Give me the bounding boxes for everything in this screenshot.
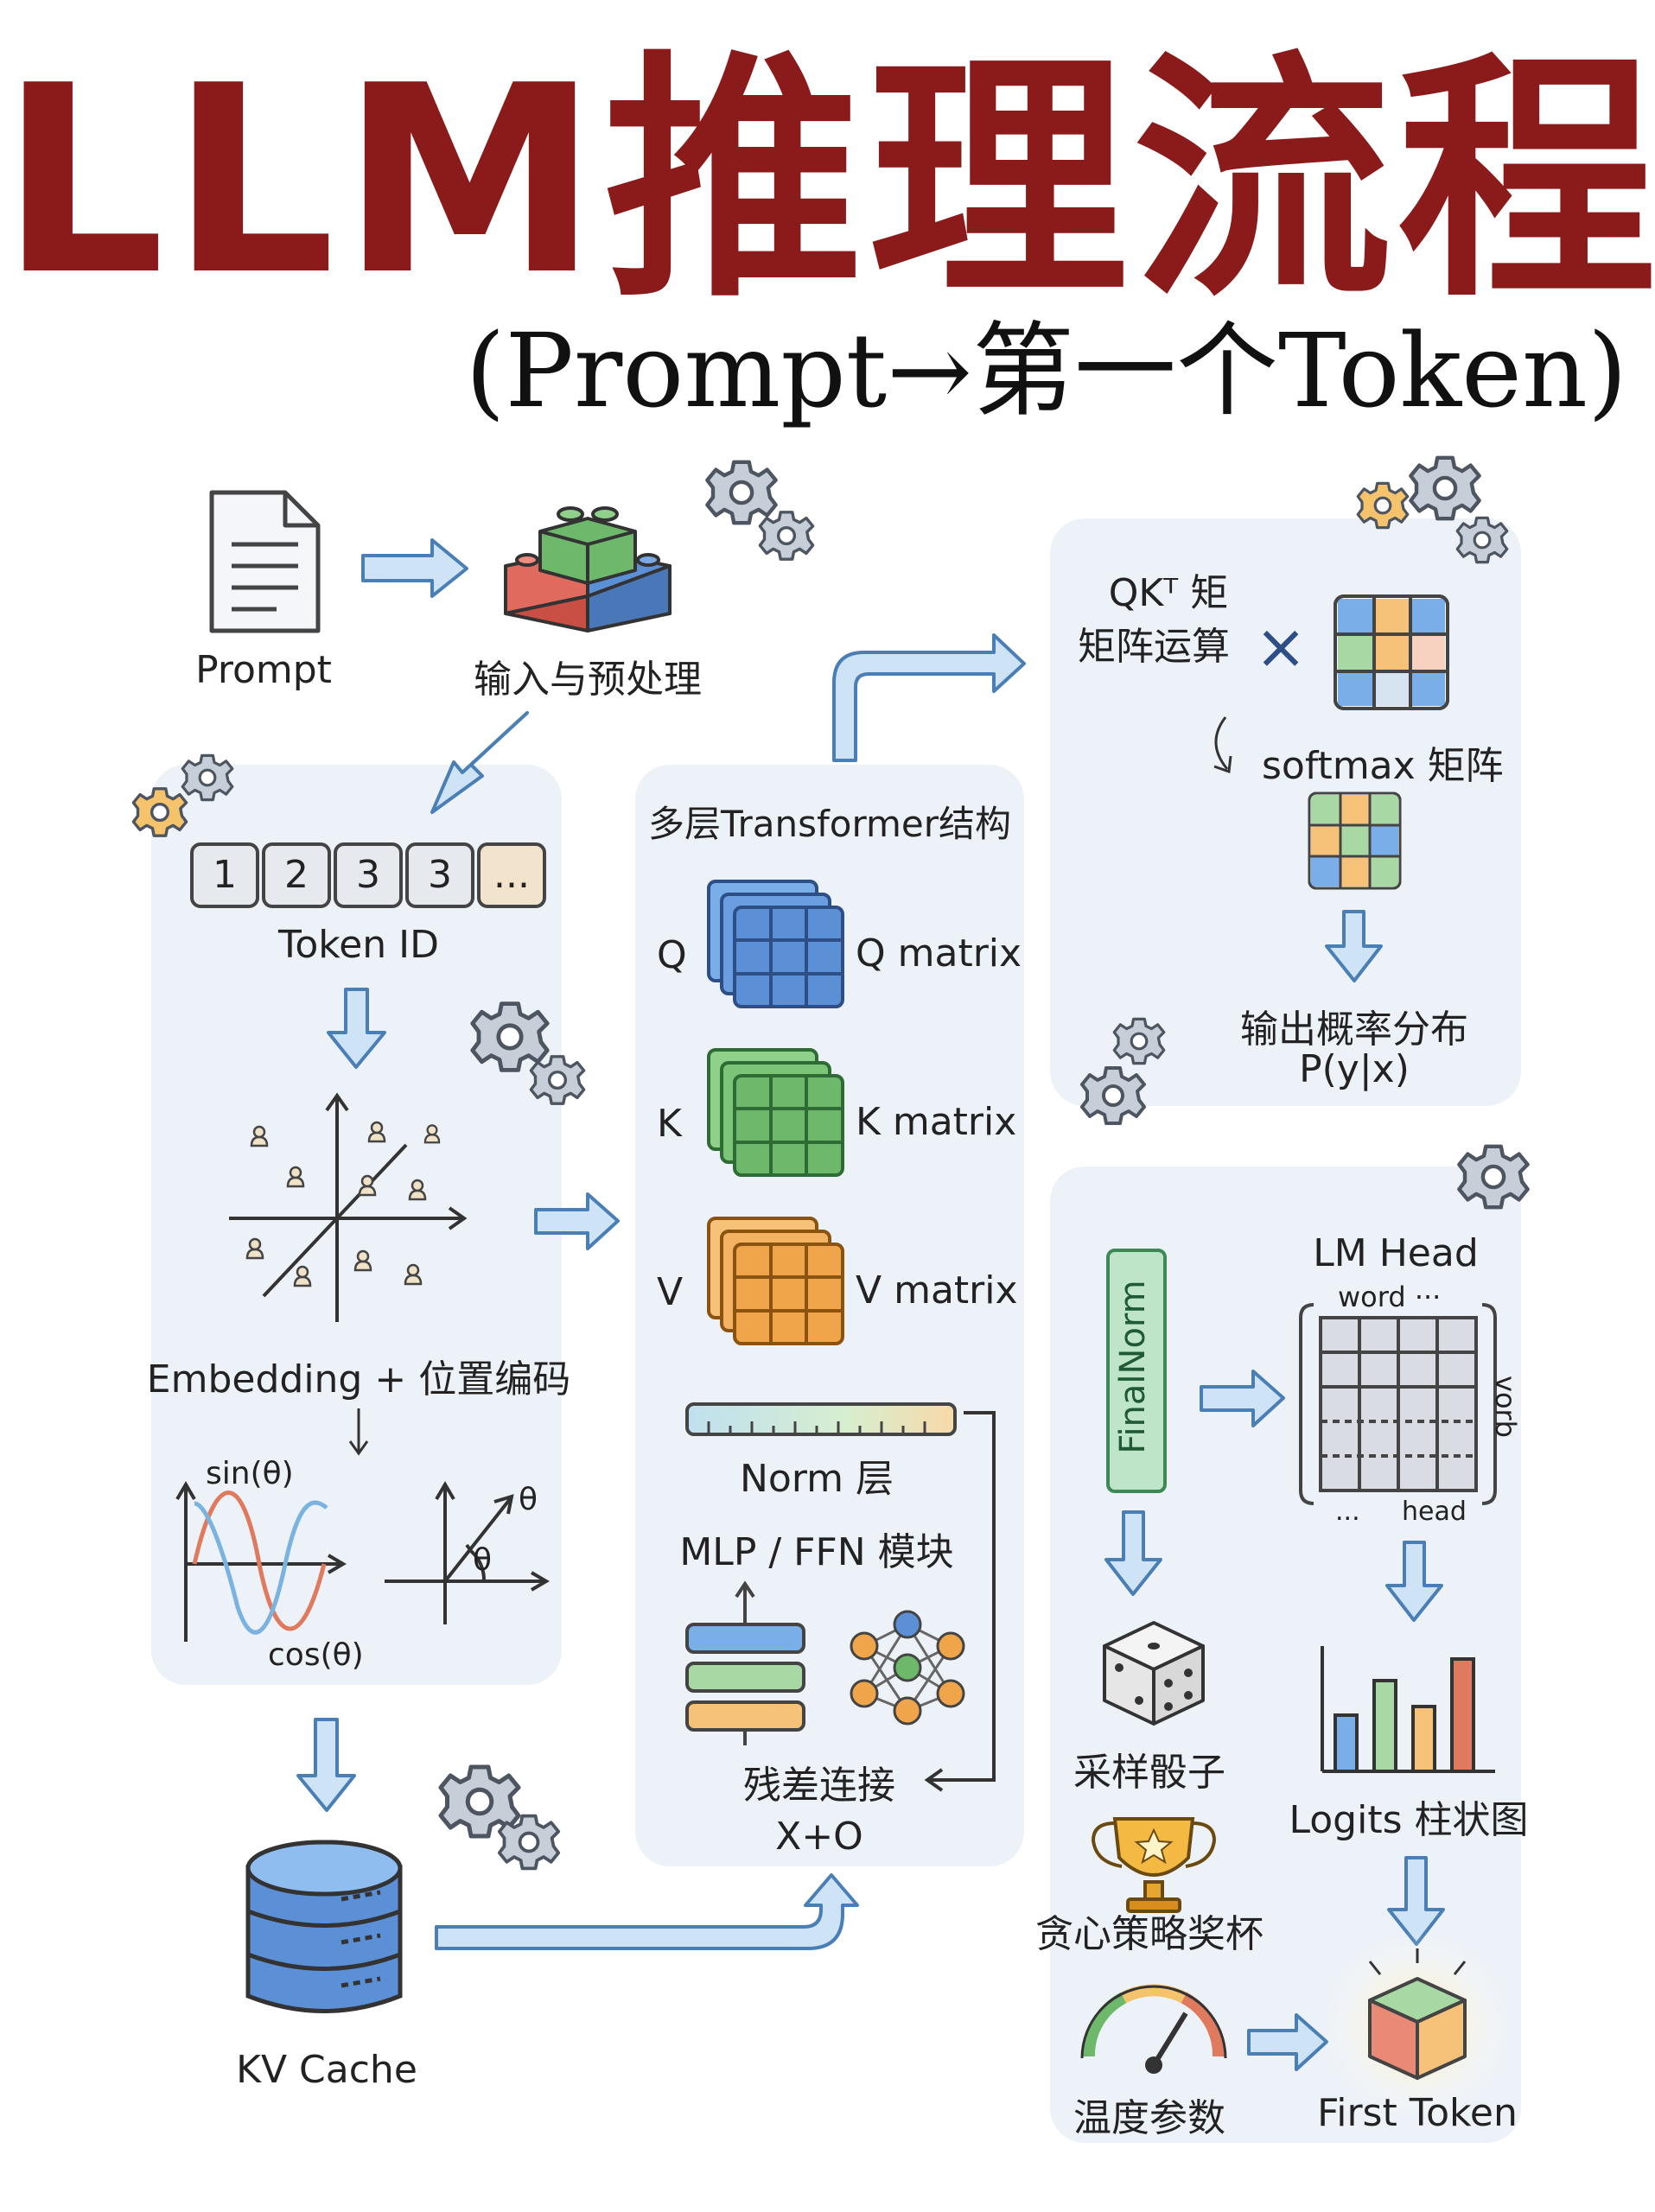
norm-label: Norm 层 — [740, 1457, 894, 1501]
neural-network-icon — [850, 1610, 965, 1726]
gear-icon — [707, 462, 815, 561]
embedding-label: Embedding + 位置编码 — [146, 1357, 571, 1402]
first-token-cube-icon — [1322, 1931, 1512, 2121]
arrow-icon — [1213, 716, 1232, 774]
gear-icon — [473, 1004, 586, 1105]
token-id-box: 2 — [262, 842, 331, 908]
q-matrix-icon — [707, 880, 844, 1008]
gear-icon — [1080, 1017, 1166, 1125]
token-id-box: 1 — [190, 842, 259, 908]
token-id-box: ... — [477, 842, 546, 908]
softmax-matrix-icon — [1308, 791, 1402, 890]
temperature-gauge-icon — [1080, 1984, 1227, 2074]
v-matrix-icon — [707, 1217, 844, 1345]
qk-label: QKᵀ 矩 — [1108, 571, 1229, 615]
norm-ruler-icon — [685, 1402, 957, 1436]
token-id-label: Token ID — [277, 923, 440, 967]
matrix-op-label: 矩阵运算 — [1078, 625, 1230, 669]
embedding-scatter — [229, 1092, 468, 1322]
arrow-icon — [1325, 910, 1383, 982]
database-icon — [245, 1840, 403, 2013]
arrow-icon — [361, 538, 468, 598]
prompt-label: Prompt — [195, 648, 332, 692]
arrow-icon — [327, 988, 386, 1069]
theta-label: θ — [519, 1482, 538, 1517]
page-subtitle: (Prompt→第一个Token) — [465, 311, 1627, 430]
arrow-icon — [1104, 1510, 1162, 1596]
lm-head-label: LM Head — [1313, 1231, 1479, 1275]
arrow-icon — [1385, 1541, 1443, 1622]
sin-cos-chart — [175, 1481, 347, 1642]
gear-icon — [1356, 458, 1509, 564]
temperature-label: 温度参数 — [1073, 2096, 1225, 2140]
arrow-icon — [348, 1408, 369, 1456]
arrow-icon — [1200, 1370, 1285, 1427]
lego-blocks-icon — [504, 506, 672, 632]
theta-label: θ — [473, 1542, 493, 1578]
attention-matrix-icon — [1334, 594, 1449, 710]
dice-label: 采样骰子 — [1073, 1751, 1225, 1795]
head-label: head — [1402, 1497, 1467, 1527]
cos-label: cos(θ) — [268, 1637, 364, 1673]
arrow-icon — [832, 633, 1026, 762]
mlp-label: MLP / FFN 模块 — [679, 1530, 954, 1574]
residual-connection-line — [924, 1411, 996, 1792]
page-title: LLM推理流程 — [0, 30, 1655, 332]
dots-label: ... — [1335, 1497, 1360, 1527]
final-norm-bar — [1106, 1249, 1167, 1493]
dice-icon — [1103, 1621, 1205, 1726]
first-token-label: First Token — [1317, 2091, 1518, 2135]
k-label: K — [657, 1102, 682, 1146]
multiply-icon: × — [1254, 610, 1308, 683]
output-distribution-label: 输出概率分布 — [1240, 1007, 1468, 1052]
q-label: Q — [657, 933, 687, 977]
kv-cache-label: KV Cache — [236, 2048, 417, 2092]
v-matrix-label: V matrix — [856, 1268, 1018, 1313]
q-matrix-label: Q matrix — [856, 931, 1022, 976]
trophy-icon — [1091, 1817, 1217, 1913]
trophy-label: 贪心策略奖杯 — [1035, 1912, 1264, 1956]
token-id-box: 3 — [405, 842, 474, 908]
probability-label: P(y|x) — [1299, 1047, 1410, 1091]
angle-vector-diagram — [385, 1481, 550, 1624]
arrow-icon — [296, 1718, 356, 1812]
arrow-icon — [430, 711, 529, 814]
document-icon — [209, 490, 321, 633]
lm-head-grid-icon — [1299, 1303, 1497, 1505]
final-norm-label: FinalNorm — [1113, 1280, 1153, 1454]
k-matrix-icon — [707, 1048, 844, 1177]
arrow-icon — [534, 1192, 620, 1250]
transformer-title: 多层Transformer结构 — [647, 803, 1012, 845]
residual-formula: X+O — [775, 1815, 863, 1859]
arrow-icon — [1247, 2013, 1328, 2071]
sin-label: sin(θ) — [206, 1456, 294, 1491]
person-icon — [245, 1121, 441, 1287]
arrow-icon — [1387, 1856, 1445, 1946]
embedding-panel — [151, 765, 562, 1685]
word-label: word ··· — [1338, 1281, 1442, 1313]
logits-label: Logits 柱状图 — [1289, 1798, 1529, 1842]
token-id-box: 3 — [334, 842, 403, 908]
softmax-label: softmax 矩阵 — [1262, 744, 1504, 788]
gear-icon — [441, 1767, 561, 1871]
v-label: V — [657, 1270, 684, 1314]
k-matrix-label: K matrix — [856, 1100, 1017, 1144]
gear-icon — [1459, 1147, 1527, 1207]
residual-label: 残差连接 — [743, 1764, 895, 1808]
arrow-icon — [435, 1873, 859, 1950]
gear-icon — [131, 753, 234, 837]
preprocess-label: 输入与预处理 — [474, 658, 702, 702]
vorb-label: vorb — [1489, 1376, 1522, 1438]
mlp-layers-icon — [685, 1580, 805, 1745]
logits-bar-chart — [1321, 1646, 1495, 1773]
